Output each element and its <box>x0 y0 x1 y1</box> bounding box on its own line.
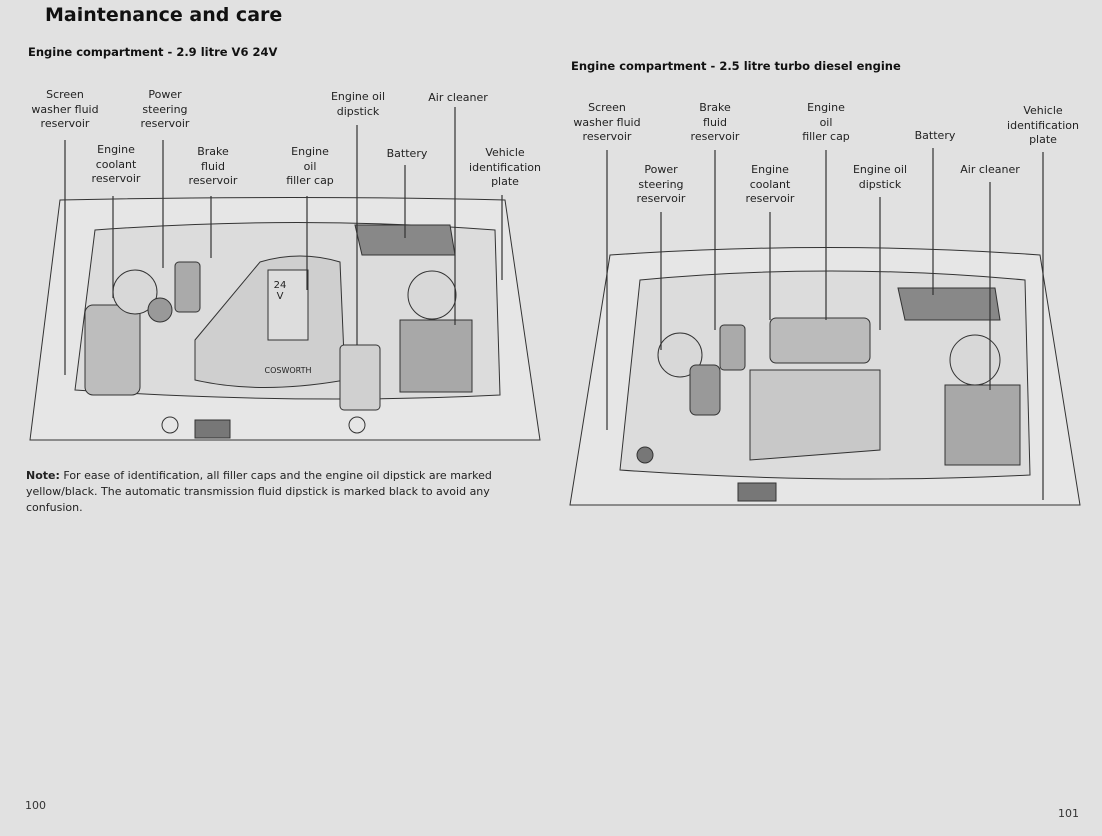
label-right-filler: Engine oil filler cap <box>802 101 850 143</box>
label-left-vin: Vehicle identification plate <box>469 146 541 188</box>
label-right-coolant: Engine coolant reservoir <box>745 163 795 205</box>
left-subtitle: Engine compartment - 2.9 litre V6 24V <box>28 45 278 59</box>
right-engine-diagram <box>569 247 1081 506</box>
page-number-right: 101 <box>1058 807 1079 820</box>
label-right-steering: Power steering reservoir <box>636 163 686 205</box>
label-left-battery: Battery <box>386 147 428 160</box>
label-right-dipstick: Engine oil dipstick <box>852 163 908 191</box>
label-right-vin: Vehicle identification plate <box>1007 104 1079 146</box>
label-right-washer: Screen washer fluid reservoir <box>573 101 641 143</box>
label-left-dipstick: Engine oil dipstick <box>330 90 386 118</box>
note-paragraph: Note: For ease of identification, all fi… <box>26 468 546 516</box>
note-text: For ease of identification, all filler c… <box>26 469 492 514</box>
label-right-brake: Brake fluid reservoir <box>690 101 740 143</box>
engine-badge: 24 V <box>273 280 287 302</box>
label-left-air: Air cleaner <box>428 91 488 104</box>
page-number-left: 100 <box>25 799 46 812</box>
label-right-air: Air cleaner <box>960 163 1020 176</box>
engine-maker-label: COSWORTH <box>264 366 312 375</box>
label-left-steering: Power steering reservoir <box>140 88 190 130</box>
left-leader-lines <box>64 107 503 375</box>
label-right-battery: Battery <box>914 129 956 142</box>
page-title: Maintenance and care <box>45 4 283 26</box>
right-subtitle: Engine compartment - 2.5 litre turbo die… <box>571 59 901 73</box>
label-left-brake: Brake fluid reservoir <box>188 145 238 187</box>
label-left-coolant: Engine coolant reservoir <box>91 143 141 185</box>
right-leader-lines <box>606 148 1044 500</box>
label-left-filler: Engine oil filler cap <box>286 145 334 187</box>
label-left-washer: Screen washer fluid reservoir <box>31 88 99 130</box>
note-label: Note: <box>26 469 60 482</box>
left-engine-diagram <box>29 197 541 441</box>
